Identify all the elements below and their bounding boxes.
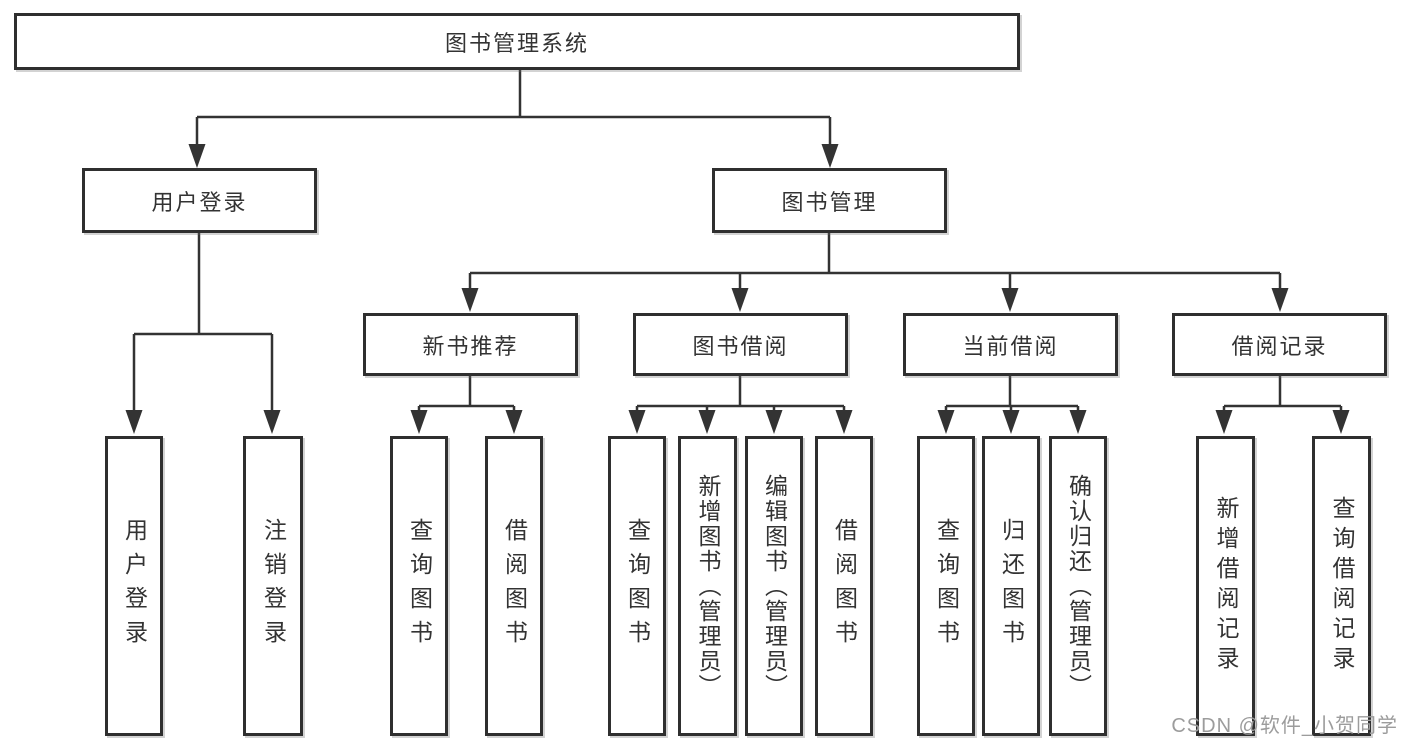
- leaf-query-books-borrow: 查询图书: [608, 436, 666, 736]
- leaf-confirm-return-admin: 确认归还（管理员）: [1049, 436, 1107, 736]
- leaf-borrow-books: 借阅图书: [815, 436, 873, 736]
- leaf-add-borrow-record: 新增借阅记录: [1196, 436, 1255, 736]
- leaf-logout: 注销登录: [243, 436, 303, 736]
- leaf-query-books-recommend: 查询图书: [390, 436, 448, 736]
- arrowheads: [125, 144, 1350, 434]
- node-book-management: 图书管理: [712, 168, 947, 233]
- node-borrowing-records: 借阅记录: [1172, 313, 1387, 376]
- leaf-query-books-current: 查询图书: [917, 436, 975, 736]
- node-current-borrowing: 当前借阅: [903, 313, 1118, 376]
- node-book-borrowing: 图书借阅: [633, 313, 848, 376]
- csdn-watermark: CSDN @软件_小贺同学: [1171, 715, 1398, 737]
- node-new-book-recommend: 新书推荐: [363, 313, 578, 376]
- leaf-user-login: 用户登录: [105, 436, 163, 736]
- node-library-management-system: 图书管理系统: [14, 13, 1020, 70]
- leaf-add-books-admin: 新增图书（管理员）: [678, 436, 737, 736]
- leaf-edit-books-admin: 编辑图书（管理员）: [745, 436, 803, 736]
- node-user-login: 用户登录: [82, 168, 317, 233]
- leaf-return-books: 归还图书: [982, 436, 1040, 736]
- leaf-borrow-books-recommend: 借阅图书: [485, 436, 543, 736]
- leaf-query-borrow-record: 查询借阅记录: [1312, 436, 1371, 736]
